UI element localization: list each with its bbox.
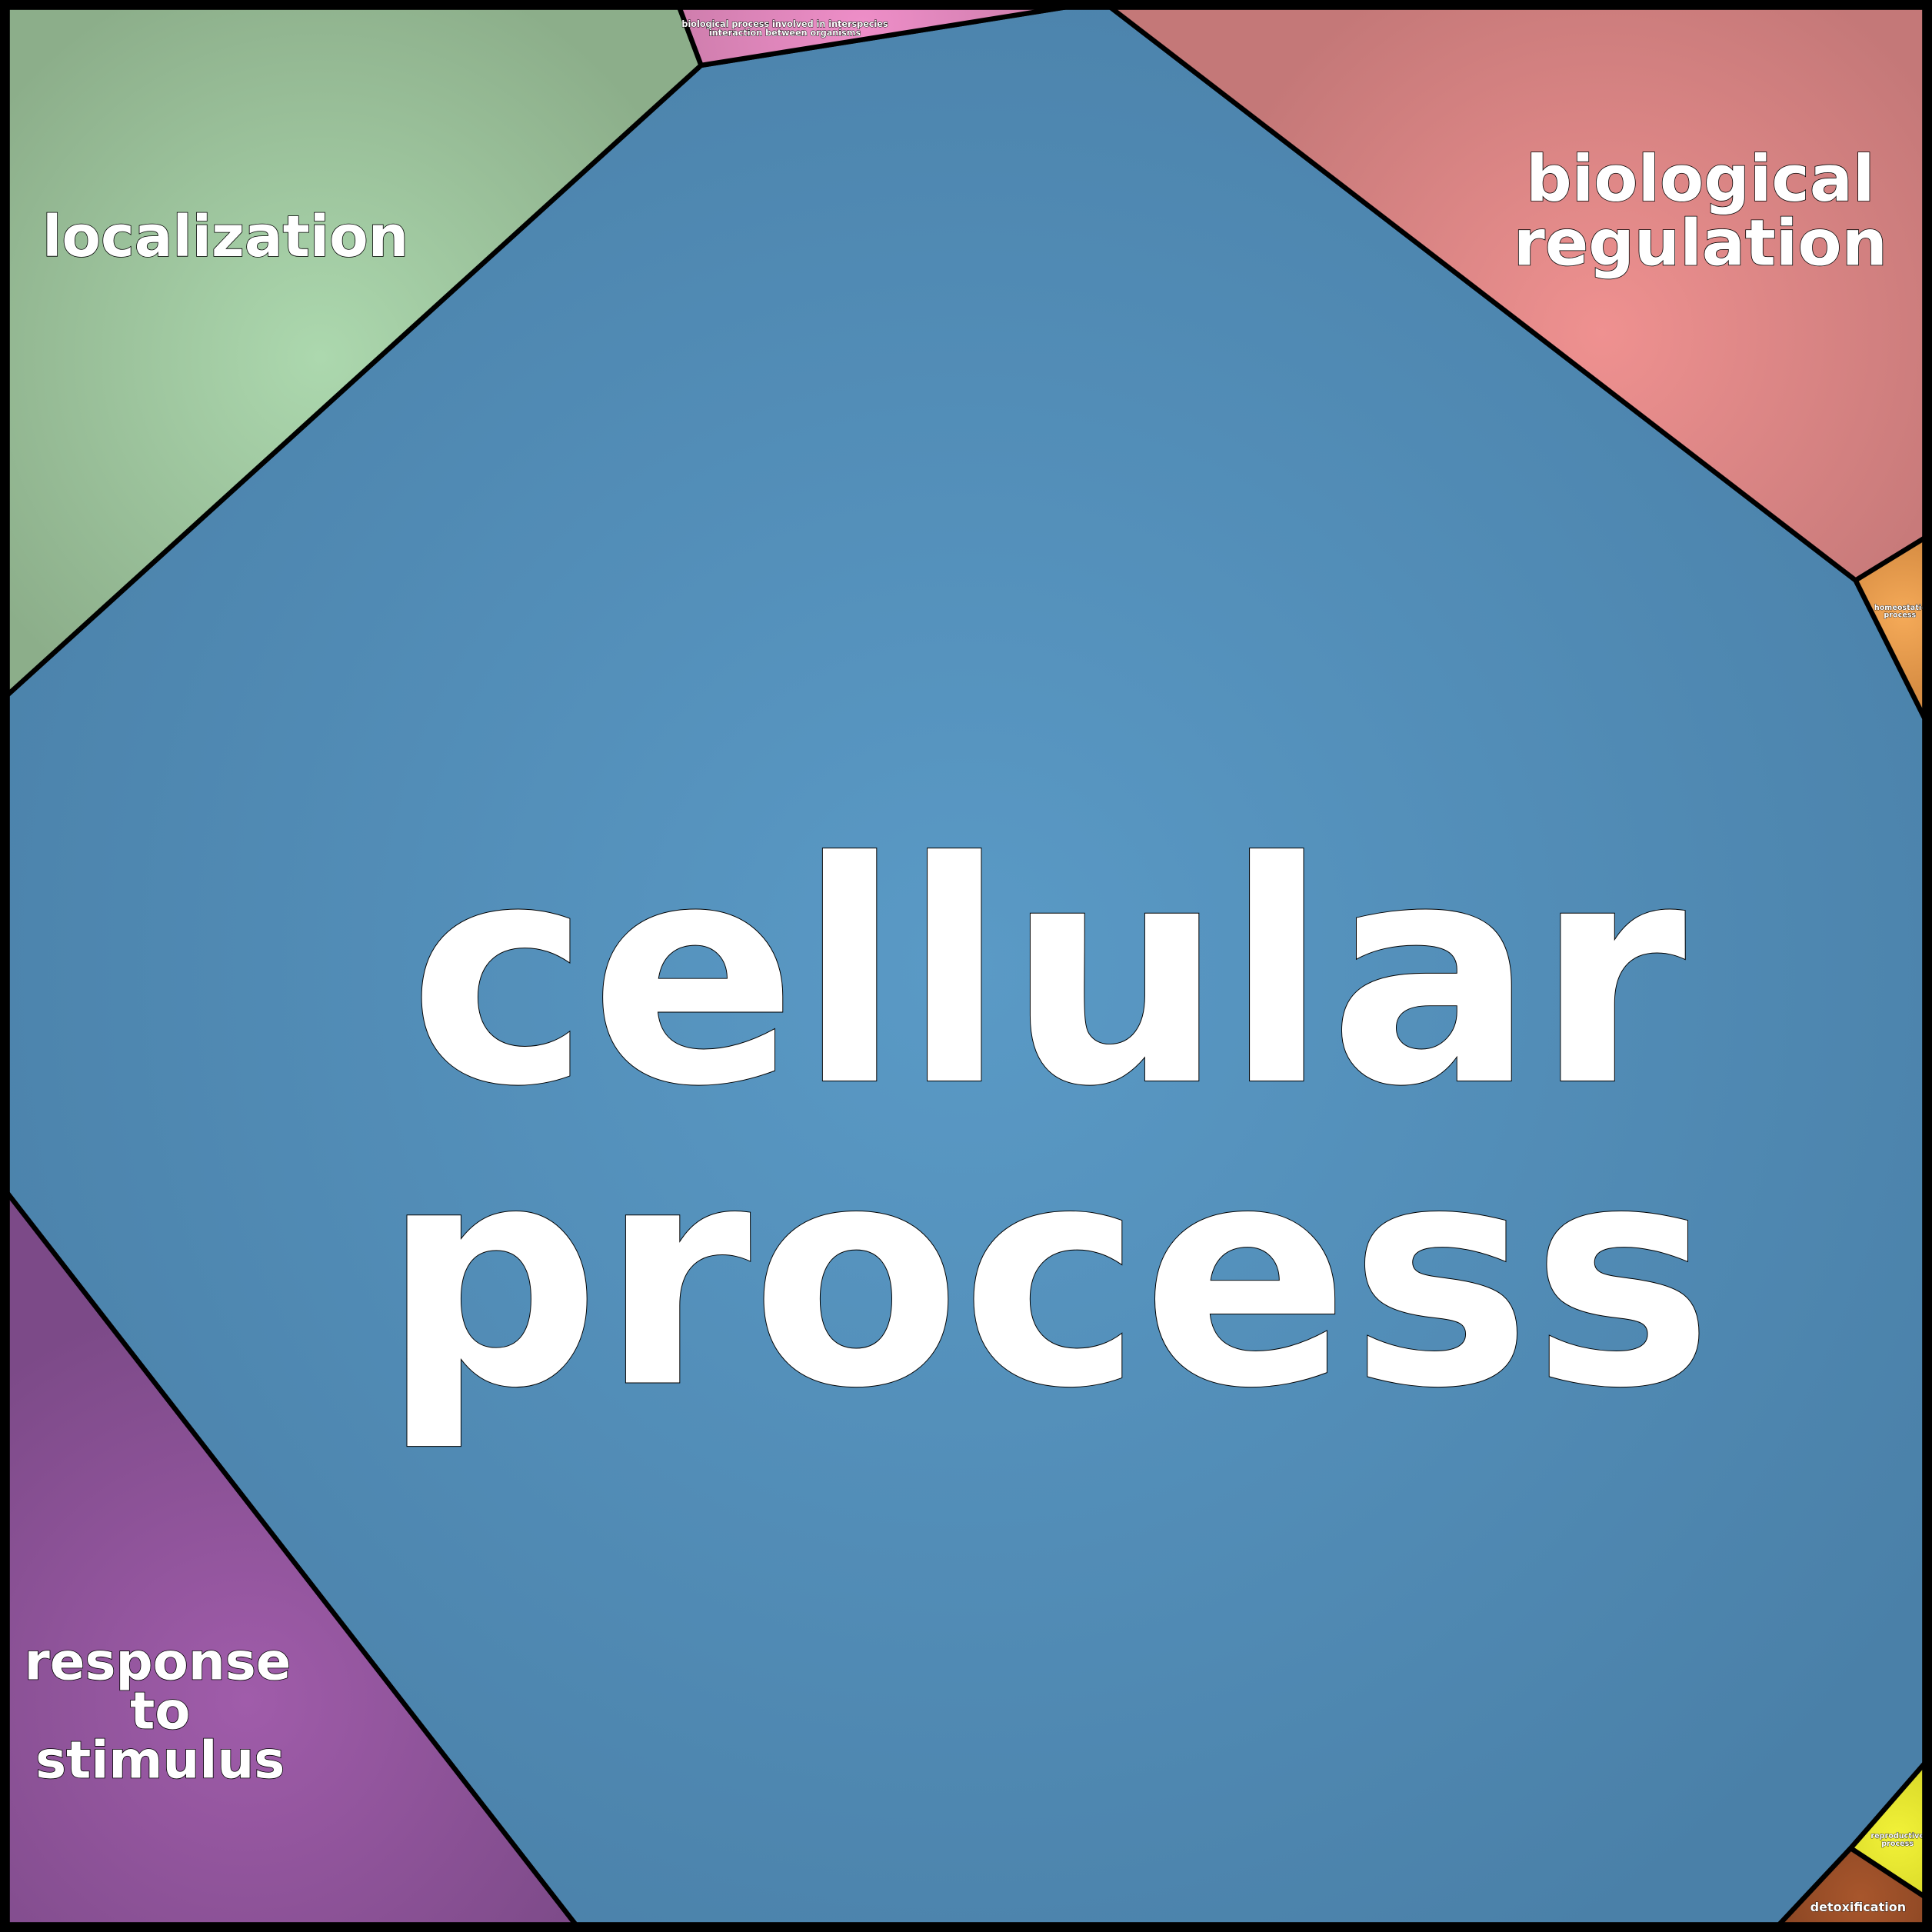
homeostatic-label-line1: homeostatic [1874,604,1926,612]
homeostatic-label-line2: process [1884,611,1916,620]
response-label-line2: to [130,1681,190,1741]
cell-localization[interactable]: localization [3,3,704,699]
interspecies-label-line2: interaction between organisms [709,28,861,38]
interspecies-label-line1: biological process involved in interspec… [681,19,888,29]
biological-regulation-label-line2: regulation [1514,205,1887,280]
biological-regulation-label-line1: biological [1526,142,1875,216]
detoxification-label: detoxification [1810,1900,1907,1914]
cellular-process-label-line1: cellular [409,797,1688,1153]
cell-interspecies-interaction[interactable]: biological process involved in interspec… [676,3,1074,68]
cell-cellular-process[interactable]: cellular process [3,3,1929,1929]
response-label-line1: response [25,1632,291,1692]
reproductive-label-line2: process [1881,1840,1914,1848]
cellular-process-label-line2: process [381,1098,1713,1454]
cell-biological-regulation[interactable]: biological regulation [1106,3,1929,583]
cell-response-to-stimulus[interactable]: response to stimulus [3,1188,579,1929]
reproductive-label-line1: reproductive [1870,1832,1924,1840]
response-label-line3: stimulus [35,1730,285,1790]
localization-label: localization [42,205,408,270]
